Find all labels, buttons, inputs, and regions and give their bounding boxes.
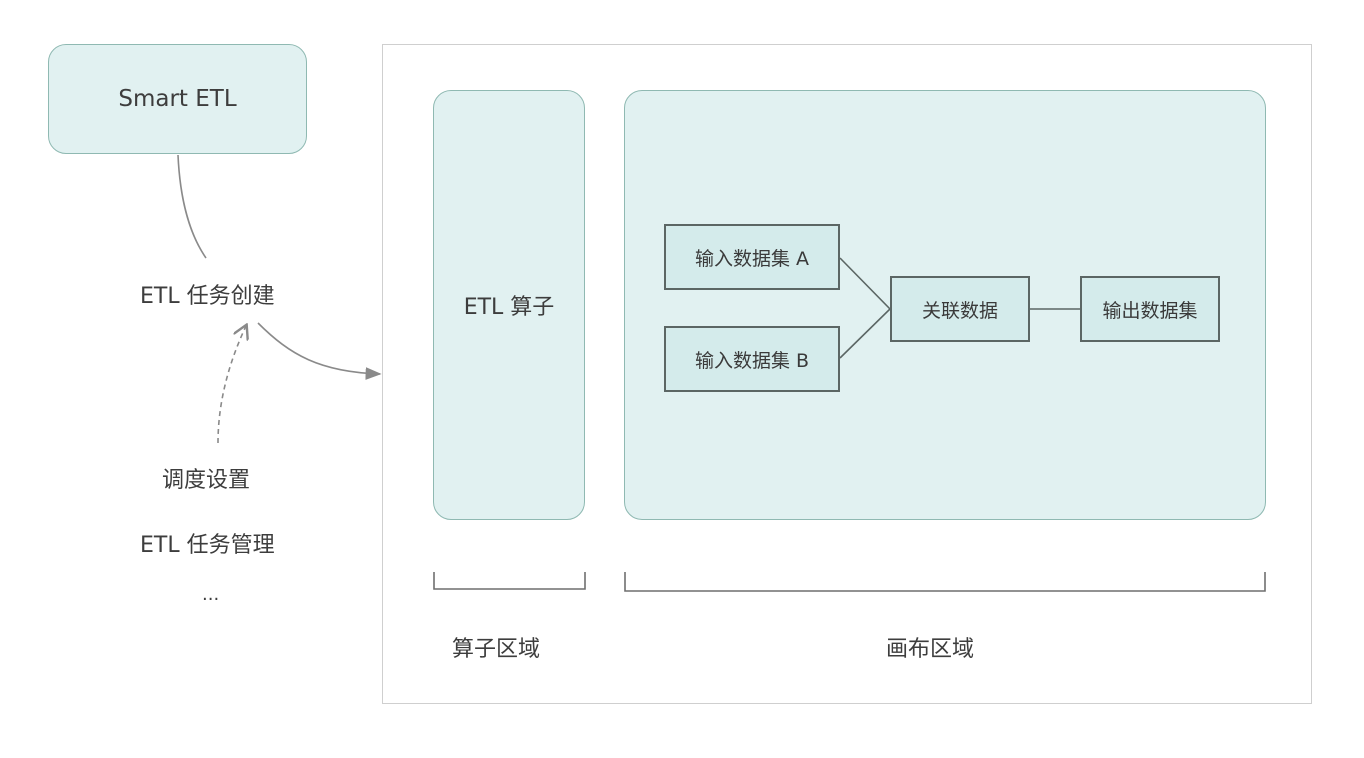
schedule-settings-label[interactable]: 调度设置	[162, 468, 251, 493]
join-data-label: 关联数据	[921, 299, 998, 322]
schedule-to-task-create-dashed-arrow	[217, 326, 246, 444]
etl-task-manage-label[interactable]: ETL 任务管理	[140, 533, 275, 558]
smart-etl-node[interactable]: Smart ETL	[48, 44, 307, 154]
input-dataset-b-label: 输入数据集 B	[694, 349, 810, 372]
canvas-region-bracket	[624, 572, 1266, 592]
root-to-task-create-line	[177, 154, 207, 259]
output-dataset-node[interactable]: 输出数据集	[1080, 276, 1220, 342]
input-dataset-a-label: 输入数据集 A	[694, 247, 810, 270]
operator-region-bracket	[433, 572, 586, 590]
task-create-to-editor-arrow	[257, 322, 382, 380]
more-label: ...	[202, 584, 220, 605]
input-dataset-a-node[interactable]: 输入数据集 A	[664, 224, 840, 290]
etl-task-create-label[interactable]: ETL 任务创建	[140, 284, 275, 309]
operator-panel-label: ETL 算子	[463, 295, 555, 320]
input-b-to-join-line	[839, 308, 891, 359]
join-data-node[interactable]: 关联数据	[890, 276, 1030, 342]
operator-region-label: 算子区域	[452, 637, 541, 662]
input-a-to-join-line	[839, 257, 891, 310]
smart-etl-label: Smart ETL	[118, 86, 237, 112]
output-dataset-label: 输出数据集	[1102, 299, 1198, 322]
input-dataset-b-node[interactable]: 输入数据集 B	[664, 326, 840, 392]
operator-panel: ETL 算子	[433, 90, 585, 520]
canvas-region-label: 画布区域	[886, 637, 975, 662]
